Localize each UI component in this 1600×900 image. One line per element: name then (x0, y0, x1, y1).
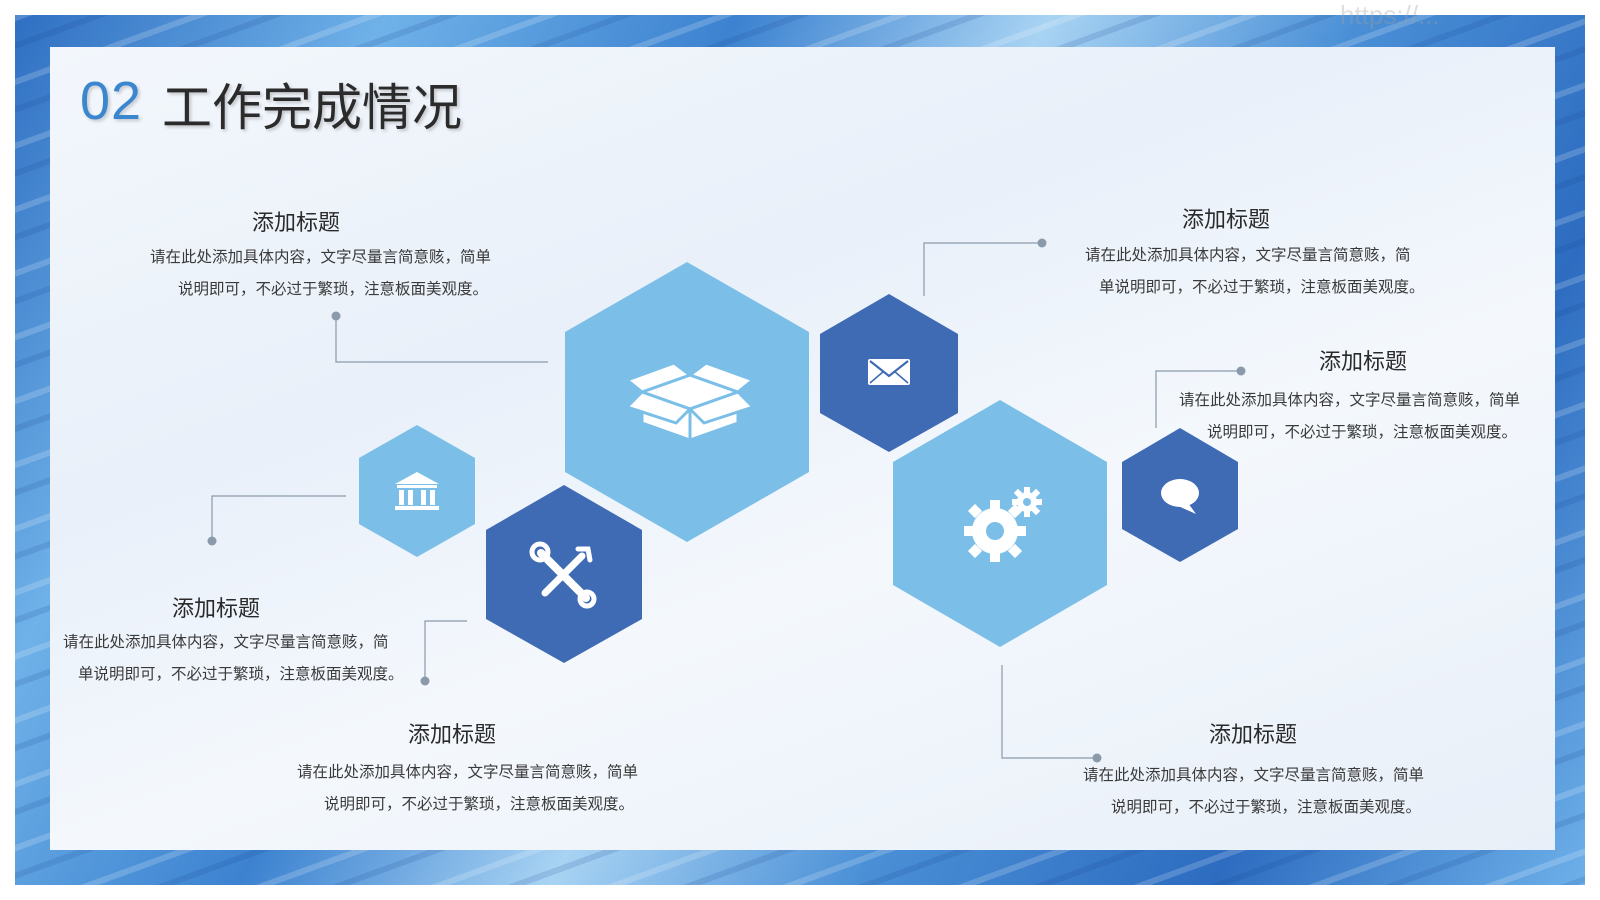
connector-top-right (923, 242, 1042, 296)
page-title: 工作完成情况 (162, 79, 462, 137)
connector-bottom-right (1001, 665, 1097, 759)
chat-bubble-icon (1161, 479, 1199, 514)
block-body-top-left: 请在此处添加具体内容，文字尽量言简意赅，简单 说明即可，不必过于繁琐，注意板面美… (150, 241, 491, 305)
body-line: 请在此处添加具体内容，文字尽量言简意赅，简单 (150, 248, 492, 266)
bank-icon (395, 472, 439, 510)
block-heading-top-right: 添加标题 (1182, 208, 1271, 233)
box-icon (625, 361, 755, 442)
body-line: 说明即可，不必过于繁琐，注意板面美观度。 (1111, 798, 1422, 816)
connector-dot (1092, 753, 1102, 763)
connector-dot (420, 676, 430, 686)
block-body-bottom-right: 请在此处添加具体内容，文字尽量言简意赅，简单 说明即可，不必过于繁琐，注意板面美… (1083, 759, 1424, 823)
connector-top-left (335, 316, 548, 363)
block-heading-mid-left: 添加标题 (172, 597, 261, 622)
connector-dot (1236, 366, 1246, 376)
body-line: 单说明即可，不必过于繁琐，注意板面美观度。 (1099, 278, 1425, 296)
connector-dot (331, 311, 341, 321)
body-line: 说明即可，不必过于繁琐，注意板面美观度。 (1207, 423, 1518, 441)
hexagon-bank (359, 425, 475, 557)
envelope-icon (868, 359, 910, 385)
block-body-mid-right: 请在此处添加具体内容，文字尽量言简意赅，简单 说明即可，不必过于繁琐，注意板面美… (1179, 384, 1520, 448)
body-line: 请在此处添加具体内容，文字尽量言简意赅，简单 (297, 763, 639, 781)
body-line: 说明即可，不必过于繁琐，注意板面美观度。 (178, 280, 489, 298)
tools-icon (529, 541, 597, 609)
body-line: 请在此处添加具体内容，文字尽量言简意赅，简 (63, 633, 389, 651)
body-line: 单说明即可，不必过于繁琐，注意板面美观度。 (78, 665, 404, 683)
body-line: 说明即可，不必过于繁琐，注意板面美观度。 (324, 795, 635, 813)
section-number: 02 (80, 71, 143, 131)
connector-mid-right (1155, 370, 1241, 428)
block-body-top-right: 请在此处添加具体内容，文字尽量言简意赅，简 单说明即可，不必过于繁琐，注意板面美… (1085, 239, 1425, 303)
connector-mid-left (211, 495, 346, 541)
connector-dot (1037, 238, 1047, 248)
block-heading-top-left: 添加标题 (252, 211, 341, 236)
block-heading-bottom-left: 添加标题 (408, 723, 497, 748)
body-line: 请在此处添加具体内容，文字尽量言简意赅，简单 (1179, 391, 1521, 409)
connector-bottom-left (424, 620, 467, 681)
connector-dot (207, 536, 217, 546)
block-body-bottom-left: 请在此处添加具体内容，文字尽量言简意赅，简单 说明即可，不必过于繁琐，注意板面美… (297, 756, 638, 820)
block-heading-bottom-right: 添加标题 (1209, 723, 1298, 748)
connector-dots (207, 238, 1246, 763)
block-heading-mid-right: 添加标题 (1319, 350, 1408, 375)
body-line: 请在此处添加具体内容，文字尽量言简意赅，简 (1085, 246, 1411, 264)
connector-lines (211, 242, 1241, 759)
gears-icon (964, 487, 1042, 562)
watermark: https://... (1340, 0, 1440, 30)
block-body-mid-left: 请在此处添加具体内容，文字尽量言简意赅，简 单说明即可，不必过于繁琐，注意板面美… (63, 626, 404, 690)
body-line: 请在此处添加具体内容，文字尽量言简意赅，简单 (1083, 766, 1425, 784)
